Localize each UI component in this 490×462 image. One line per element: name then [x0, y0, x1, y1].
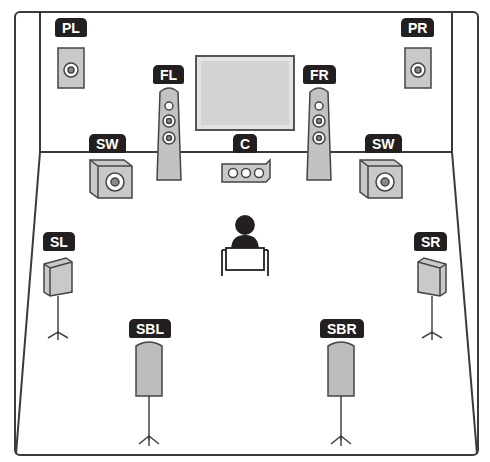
speaker-label: C [233, 134, 257, 153]
speaker-label: SW [89, 134, 126, 153]
speaker-label: FR [303, 65, 336, 84]
speaker-label: PR [401, 18, 434, 37]
speaker-label: SBL [129, 319, 171, 338]
speaker-label: FL [153, 65, 184, 84]
speaker-label: SBR [320, 319, 364, 338]
speaker-label: SW [365, 134, 402, 153]
speaker-label: PL [55, 18, 87, 37]
speaker-label: SL [43, 232, 75, 251]
speaker-label: SR [414, 232, 447, 251]
